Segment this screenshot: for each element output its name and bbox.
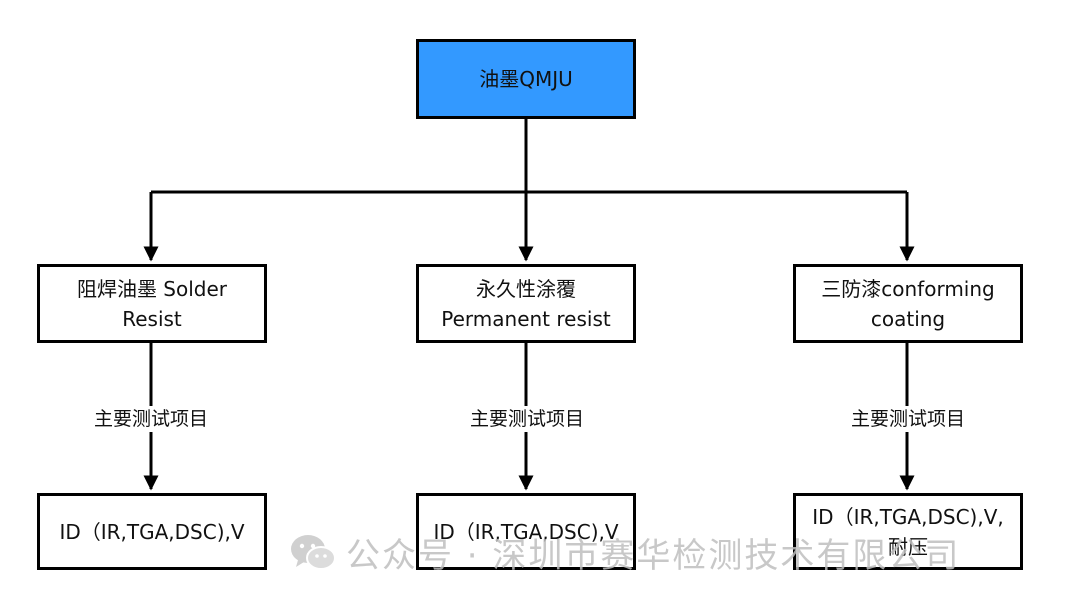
edge-label-test-items: 主要测试项目	[846, 406, 970, 432]
leaf-label-line1: ID（IR,TGA,DSC),V	[433, 519, 619, 544]
edge-label-test-items: 主要测试项目	[465, 406, 589, 432]
leaf-label-line1: ID（IR,TGA,DSC),V	[59, 519, 245, 544]
root-node: 油墨QMJU	[416, 39, 636, 119]
leaf-node-tests-3: ID（IR,TGA,DSC),V, 耐压	[793, 493, 1023, 570]
category-label-line2: coating	[870, 306, 946, 331]
leaf-label-line2: 耐压	[888, 534, 928, 559]
category-node-permanent-resist: 永久性涂覆 Permanent resist	[416, 264, 636, 343]
category-label-line1: 永久性涂覆	[475, 276, 576, 301]
edge-label-test-items: 主要测试项目	[89, 406, 213, 432]
wechat-icon	[291, 534, 336, 570]
leaf-node-tests-1: ID（IR,TGA,DSC),V	[37, 493, 267, 570]
leaf-label-line1: ID（IR,TGA,DSC),V,	[812, 504, 1004, 529]
watermark: 公众号 · 深圳市赛华检测技术有限公司	[290, 528, 960, 577]
watermark-text: 公众号 · 深圳市赛华检测技术有限公司	[346, 536, 961, 576]
category-label-line1: 三防漆conforming	[821, 276, 995, 301]
leaf-node-tests-2: ID（IR,TGA,DSC),V	[416, 493, 636, 570]
root-label: 油墨QMJU	[479, 67, 573, 91]
category-label-line1: 阻焊油墨 Solder	[76, 276, 228, 301]
category-label-line2: Permanent resist	[441, 306, 611, 331]
category-label-line2: Resist	[122, 306, 182, 331]
category-node-solder-resist: 阻焊油墨 Solder Resist	[37, 264, 267, 343]
category-node-conforming-coating: 三防漆conforming coating	[793, 264, 1023, 343]
